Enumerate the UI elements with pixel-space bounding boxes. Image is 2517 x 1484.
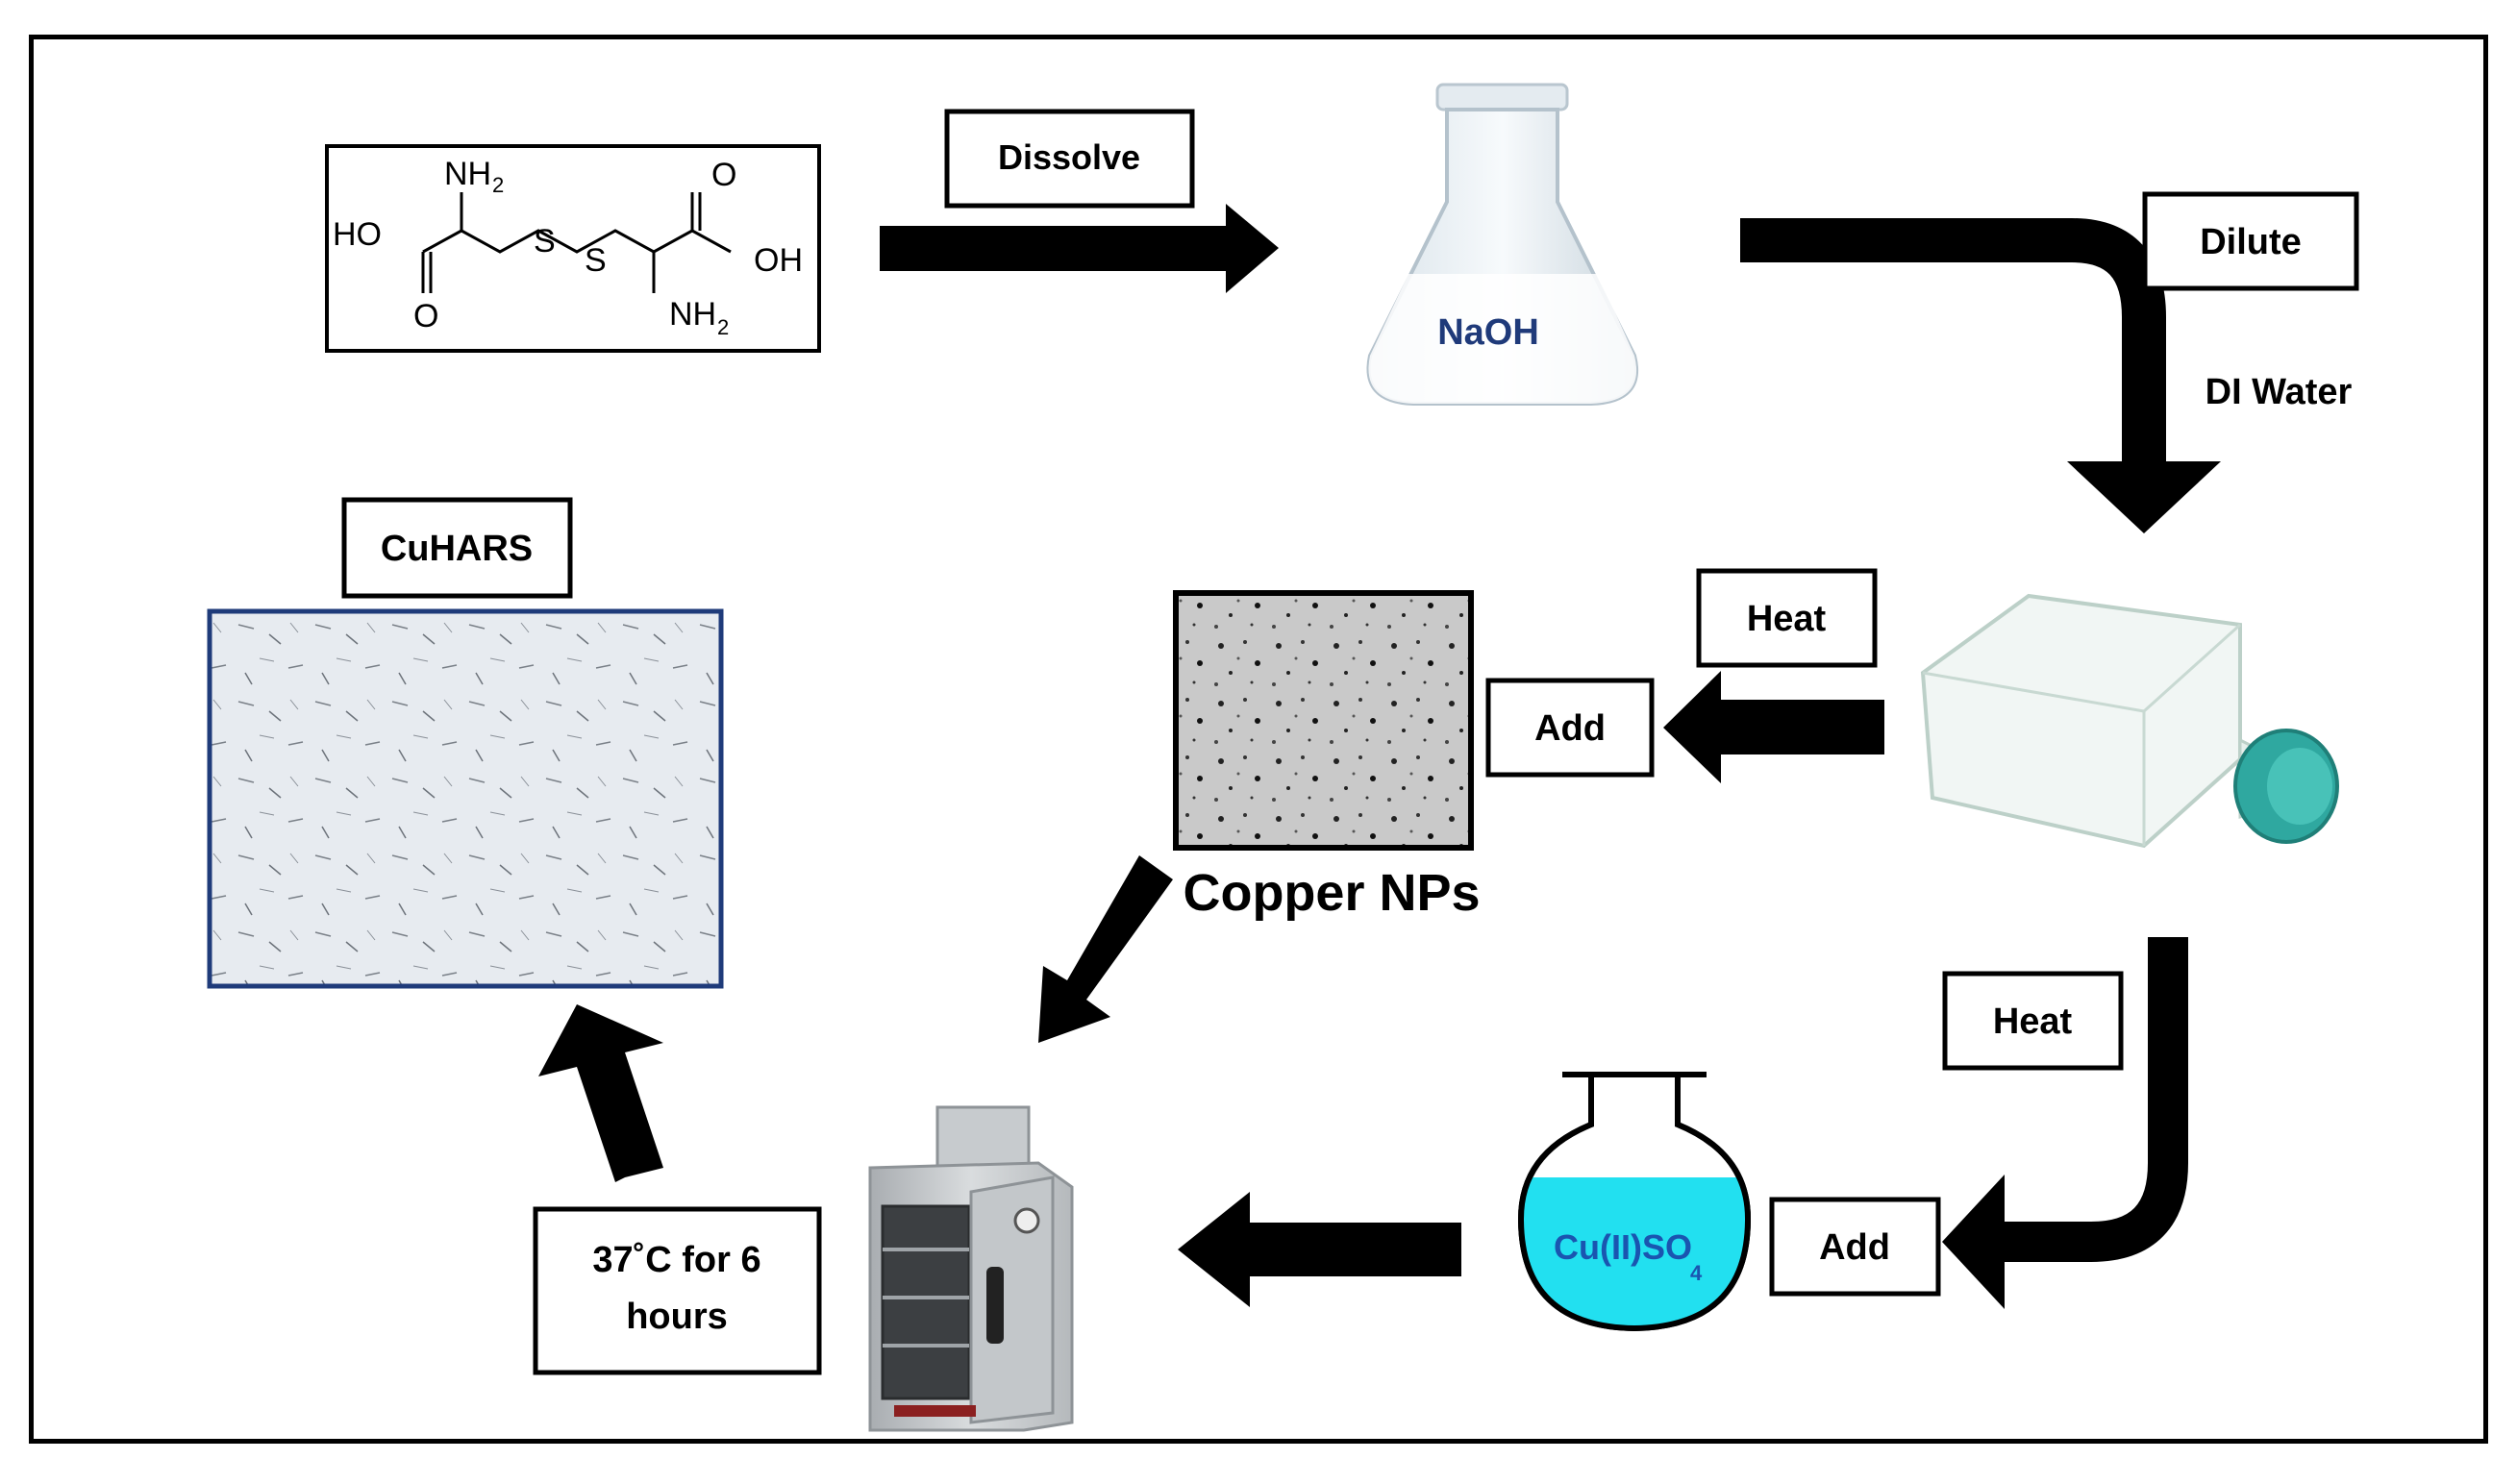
oven-handle [986, 1267, 1004, 1344]
add-top-box [1485, 678, 1655, 778]
oven-door [969, 1175, 1055, 1424]
add-top-label: Add [1534, 708, 1606, 749]
amine-top-label: NH [444, 156, 491, 192]
temp-line-2: hours [626, 1297, 728, 1337]
culture-flask [1920, 593, 2339, 849]
temp-line-1: 37˚C for 6 [592, 1240, 760, 1280]
naoh-label: NaOH [1437, 312, 1539, 353]
cuhars-label: CuHARS [381, 529, 533, 569]
culture-flask-body [1920, 593, 2242, 849]
molecule-backbone [422, 229, 732, 254]
oven-gauge [1013, 1207, 1040, 1234]
di-water-label: DI Water [2205, 372, 2353, 412]
amine-bottom-label: NH [669, 296, 716, 333]
add-bottom-box [1769, 1197, 1941, 1297]
dilute-label: Dilute [2200, 222, 2302, 262]
copper-nps-label: Copper NPs [1183, 864, 1480, 922]
oxygen-right-label: O [711, 157, 736, 193]
arrow-cuso4-to-oven [1178, 1192, 1461, 1307]
cuso4-flask: Cu(II)SO 4 [1517, 1072, 1752, 1332]
sulfur-2-label: S [585, 242, 607, 279]
heat-bottom-label: Heat [1993, 1002, 2073, 1042]
oxygen-left-label: O [413, 298, 438, 334]
heat-top-label: Heat [1747, 599, 1827, 639]
culture-flask-cap-top [2267, 748, 2332, 825]
cystine-molecule: NH 2 HO O S S O OH NH 2 [325, 144, 821, 353]
flask-rim [1435, 83, 1569, 111]
arrow-heat-add-bottom [2005, 937, 2188, 1262]
oven-badge [894, 1405, 976, 1417]
cuhars-image [207, 608, 724, 989]
cuso4-subscript: 4 [1690, 1261, 1703, 1285]
hydroxyl-right-label: OH [754, 242, 803, 279]
molecule-box [325, 144, 821, 353]
arrow-dilute-head [2067, 461, 2221, 533]
heat-bottom-box [1942, 971, 2124, 1071]
incubator-oven [868, 1105, 1074, 1432]
dissolve-box [944, 109, 1195, 209]
dilute-box [2142, 191, 2359, 291]
arrow-heat-add-top [1663, 671, 1884, 783]
arrow-to-cuhars [538, 1004, 663, 1182]
copper-nps-image [1173, 590, 1474, 851]
sulfur-1-label: S [534, 223, 556, 260]
heat-top-box [1696, 568, 1878, 668]
dissolve-label: Dissolve [998, 137, 1140, 177]
cuso4-liquid [1521, 1177, 1748, 1328]
amine-bottom-sub: 2 [717, 315, 729, 339]
naoh-flask: NaOH [1366, 83, 1639, 406]
diagram-frame [29, 35, 2488, 1444]
arrow-nps-to-oven [1038, 855, 1173, 1043]
arrow-dissolve [880, 204, 1279, 293]
cuso4-label: Cu(II)SO [1554, 1227, 1692, 1267]
cuhars-box [341, 497, 573, 599]
amine-top-sub: 2 [492, 173, 504, 197]
hydroxyl-left-label: HO [333, 216, 382, 253]
arrow-dilute [1740, 218, 2166, 461]
flask-liquid [1368, 274, 1637, 404]
arrow-heat-add-bottom-head [1942, 1175, 2005, 1309]
add-bottom-label: Add [1819, 1227, 1890, 1268]
oven-interior [881, 1204, 971, 1400]
temp-box [533, 1206, 822, 1375]
cuso4-flask-outline [1517, 1072, 1752, 1332]
